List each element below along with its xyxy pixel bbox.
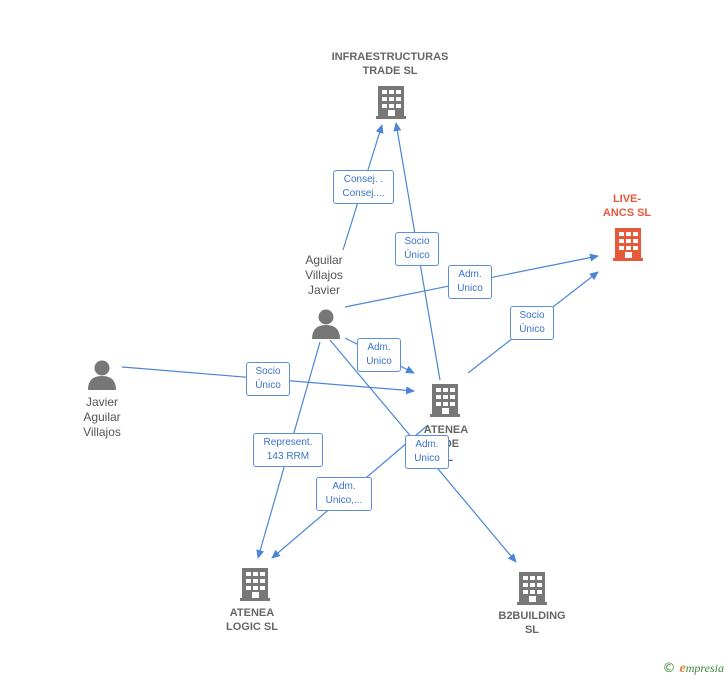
edge-label-consej[interactable]: Consej. . Consej.... — [333, 170, 394, 204]
edge-label-represent[interactable]: Represent. 143 RRM — [253, 433, 323, 467]
building-icon[interactable] — [430, 384, 460, 417]
edge-label-adm-unico-atenea[interactable]: Adm. Unico — [357, 338, 401, 372]
node-label-infraestructuras: INFRAESTRUCTURAS TRADE SL — [331, 51, 449, 77]
person-icon[interactable] — [88, 360, 116, 391]
building-icon[interactable] — [517, 572, 547, 605]
building-icon-highlight[interactable] — [613, 228, 643, 261]
edge-label-socio-unico-live[interactable]: Socio Único — [510, 306, 554, 340]
node-label-live-ancs: LIVE- ANCS SL — [602, 193, 652, 219]
edge-label-socio-unico-javier[interactable]: Socio Único — [246, 362, 290, 396]
building-icon[interactable] — [240, 568, 270, 601]
edge-label-socio-unico-infra[interactable]: Socio Único — [395, 232, 439, 266]
edge-label-adm-unico-logic[interactable]: Adm. Unico,... — [316, 477, 372, 511]
node-label-b2building: B2BUILDING SL — [498, 610, 566, 636]
building-icon[interactable] — [376, 86, 406, 119]
edge-label-adm-unico-b2building[interactable]: Adm. Unico — [405, 435, 449, 469]
brand-initial: e — [679, 661, 686, 676]
footer-brand: ©empresia — [663, 661, 724, 677]
node-label-atenea-logic: ATENEA LOGIC SL — [226, 607, 278, 633]
node-label-javier-aguilar-villajos: Javier Aguilar Villajos — [83, 395, 121, 439]
edge-label-adm-unico-live[interactable]: Adm. Unico — [448, 265, 492, 299]
brand-name: mpresia — [685, 661, 724, 675]
node-label-aguilar-villajos-javier: Aguilar Villajos Javier — [305, 253, 343, 297]
copyright-icon: © — [662, 661, 676, 676]
person-icon[interactable] — [312, 309, 340, 340]
